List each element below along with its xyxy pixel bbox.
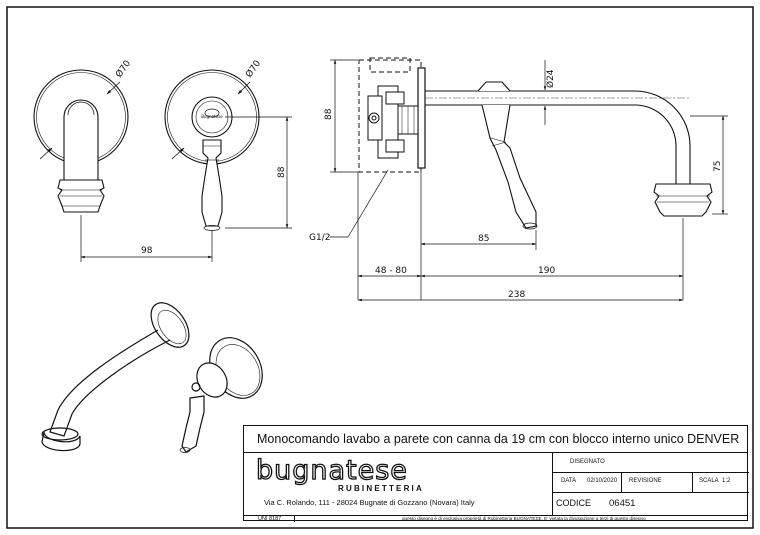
disegnato-label: DISEGNATO xyxy=(570,459,605,465)
side-height-label: 88 xyxy=(324,108,334,120)
front-height-label: 88 xyxy=(277,166,287,178)
revisione-label: REVISIONE xyxy=(629,478,662,484)
brand-logo: bugnatese xyxy=(255,455,408,486)
title-block-divider xyxy=(552,453,553,516)
front-right-dia-leader xyxy=(237,81,251,95)
thread-label: G1/2 xyxy=(309,233,330,243)
side-pipe-dia-label: Ø24 xyxy=(545,69,556,88)
side-view-spout xyxy=(425,81,713,230)
brand-subtitle: RUBINETTERIA xyxy=(338,484,424,493)
copyright-note: questo disegno è di esclusiva proprietà … xyxy=(402,516,646,521)
front-dimension-lines xyxy=(80,116,292,262)
codice-value: 06451 xyxy=(609,498,636,509)
front-right-dia-leader-2 xyxy=(171,147,185,160)
cell-divider xyxy=(692,472,693,492)
cell-divider xyxy=(621,472,622,492)
scala-label: SCALA xyxy=(699,478,719,484)
title-block: Monocomando lavabo a parete con canna da… xyxy=(243,425,749,522)
company-address: Via C. Rolando, 111 - 28024 Bugnate di G… xyxy=(264,498,475,507)
side-total-label: 238 xyxy=(508,290,525,300)
front-view-right xyxy=(164,69,260,231)
side-view-body xyxy=(358,57,426,173)
knob-logo-text: Bugnatese xyxy=(201,114,223,119)
front-width-label: 98 xyxy=(141,246,153,256)
scala-value: 1:2 xyxy=(722,478,731,484)
data-label: DATA xyxy=(561,478,577,484)
data-value: 02/10/2020 xyxy=(587,478,618,484)
side-spout-length-label: 190 xyxy=(538,266,555,276)
front-left-dia-leader-2 xyxy=(39,147,53,160)
title-block-footer: UNI 8187 questo disegno è di esclusiva p… xyxy=(244,515,747,522)
isometric-view xyxy=(41,302,263,453)
front-left-dia-leader xyxy=(106,81,121,95)
side-body-depth-label: 48 - 80 xyxy=(375,266,407,276)
uni-standard: UNI 8187 xyxy=(258,516,282,522)
side-dimension-lines xyxy=(330,59,728,302)
drawing-title: Monocomando lavabo a parete con canna da… xyxy=(244,426,747,453)
footer-divider xyxy=(294,516,295,522)
sheet-border xyxy=(6,6,754,529)
side-drop-label: 75 xyxy=(713,161,723,172)
title-block-row-line xyxy=(552,492,749,493)
title-block-row-line xyxy=(552,472,749,473)
front-left-dia-label: Ø70 xyxy=(113,58,133,80)
codice-label: CODICE xyxy=(556,498,592,508)
front-view-left xyxy=(33,69,129,213)
side-lever-label: 85 xyxy=(478,234,489,244)
front-right-dia-label: Ø70 xyxy=(243,58,263,80)
